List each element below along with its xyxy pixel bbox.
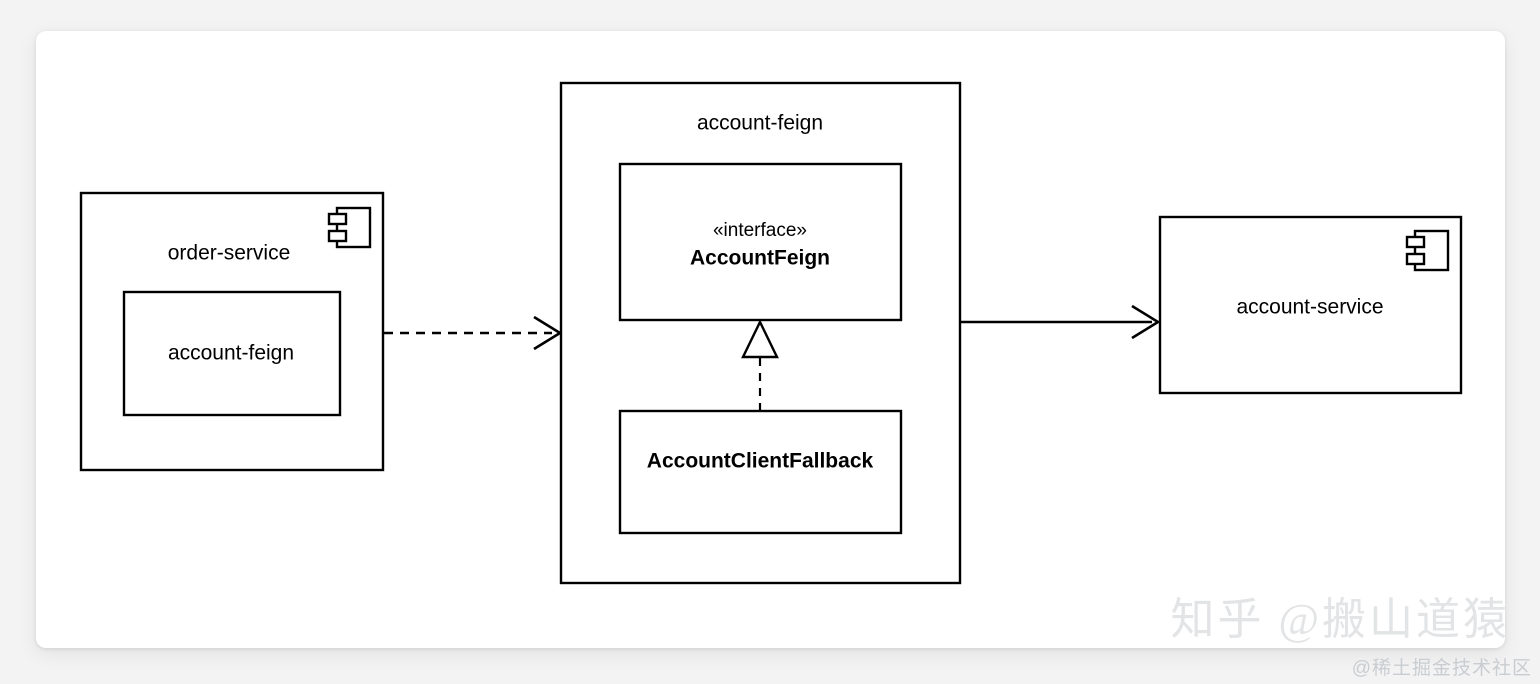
- node-account-service[interactable]: account-service: [1158, 215, 1463, 395]
- account-client-fallback-label: AccountClientFallback: [647, 450, 874, 473]
- order-service-label: order-service: [168, 242, 291, 265]
- watermark-primary: 知乎 @搬山道猿: [1170, 595, 1510, 644]
- node-order-service[interactable]: order-service account-feign: [79, 191, 385, 472]
- node-account-feign-package[interactable]: account-feign «interface» AccountFeign A…: [559, 81, 962, 585]
- realization-hollow-triangle: [741, 319, 779, 359]
- uml-component-icon: [1405, 229, 1450, 272]
- node-account-client-fallback[interactable]: AccountClientFallback: [618, 409, 903, 535]
- watermark-secondary: @稀土掘金技术社区: [1351, 658, 1532, 679]
- order-service-inner-label: account-feign: [168, 342, 294, 365]
- node-account-feign-interface[interactable]: «interface» AccountFeign: [618, 162, 903, 322]
- account-feign-interface-stereotype: «interface»: [713, 220, 807, 241]
- edge-order-to-feign[interactable]: [384, 315, 563, 351]
- account-feign-interface-label: AccountFeign: [690, 247, 830, 270]
- edge-feign-to-account-service-arrowhead: [1131, 304, 1161, 340]
- edge-feign-to-account-service[interactable]: [961, 304, 1161, 340]
- edge-fallback-realizes-interface[interactable]: [741, 319, 779, 411]
- account-client-fallback-box[interactable]: [618, 409, 903, 535]
- account-feign-interface-box[interactable]: [618, 162, 903, 322]
- order-service-inner-box[interactable]: [122, 290, 342, 417]
- uml-component-icon: [327, 206, 372, 249]
- account-service-label: account-service: [1236, 296, 1383, 319]
- account-feign-package-label: account-feign: [697, 112, 823, 135]
